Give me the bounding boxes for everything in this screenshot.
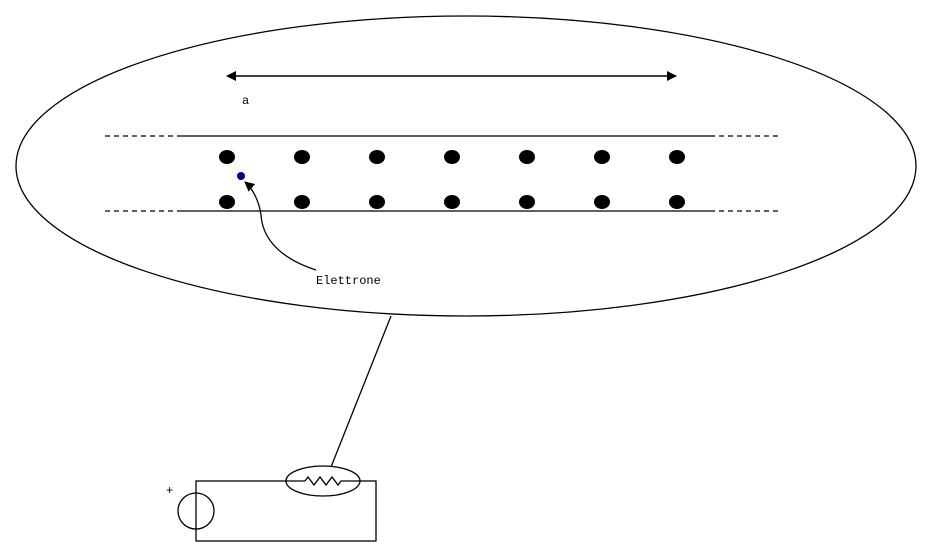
lattice-atoms [219, 150, 685, 209]
electron-label: Elettrone [316, 274, 381, 288]
circuit [177, 465, 377, 542]
resistor-icon [304, 475, 360, 487]
atom [219, 150, 235, 164]
atom [444, 195, 460, 209]
magnification-ellipse [15, 15, 917, 317]
connector-line [330, 315, 392, 468]
spacing-label: a [242, 94, 249, 108]
atom [369, 195, 385, 209]
atom [294, 195, 310, 209]
electron-pointer-arrow [244, 181, 317, 271]
atom [369, 150, 385, 164]
atom [294, 150, 310, 164]
atom [669, 150, 685, 164]
atom [219, 195, 235, 209]
atom [594, 195, 610, 209]
atom [519, 150, 535, 164]
atom [519, 195, 535, 209]
atom [594, 150, 610, 164]
atom [444, 150, 460, 164]
source-polarity-label: + [166, 484, 173, 498]
atom [669, 195, 685, 209]
electron [237, 172, 245, 180]
